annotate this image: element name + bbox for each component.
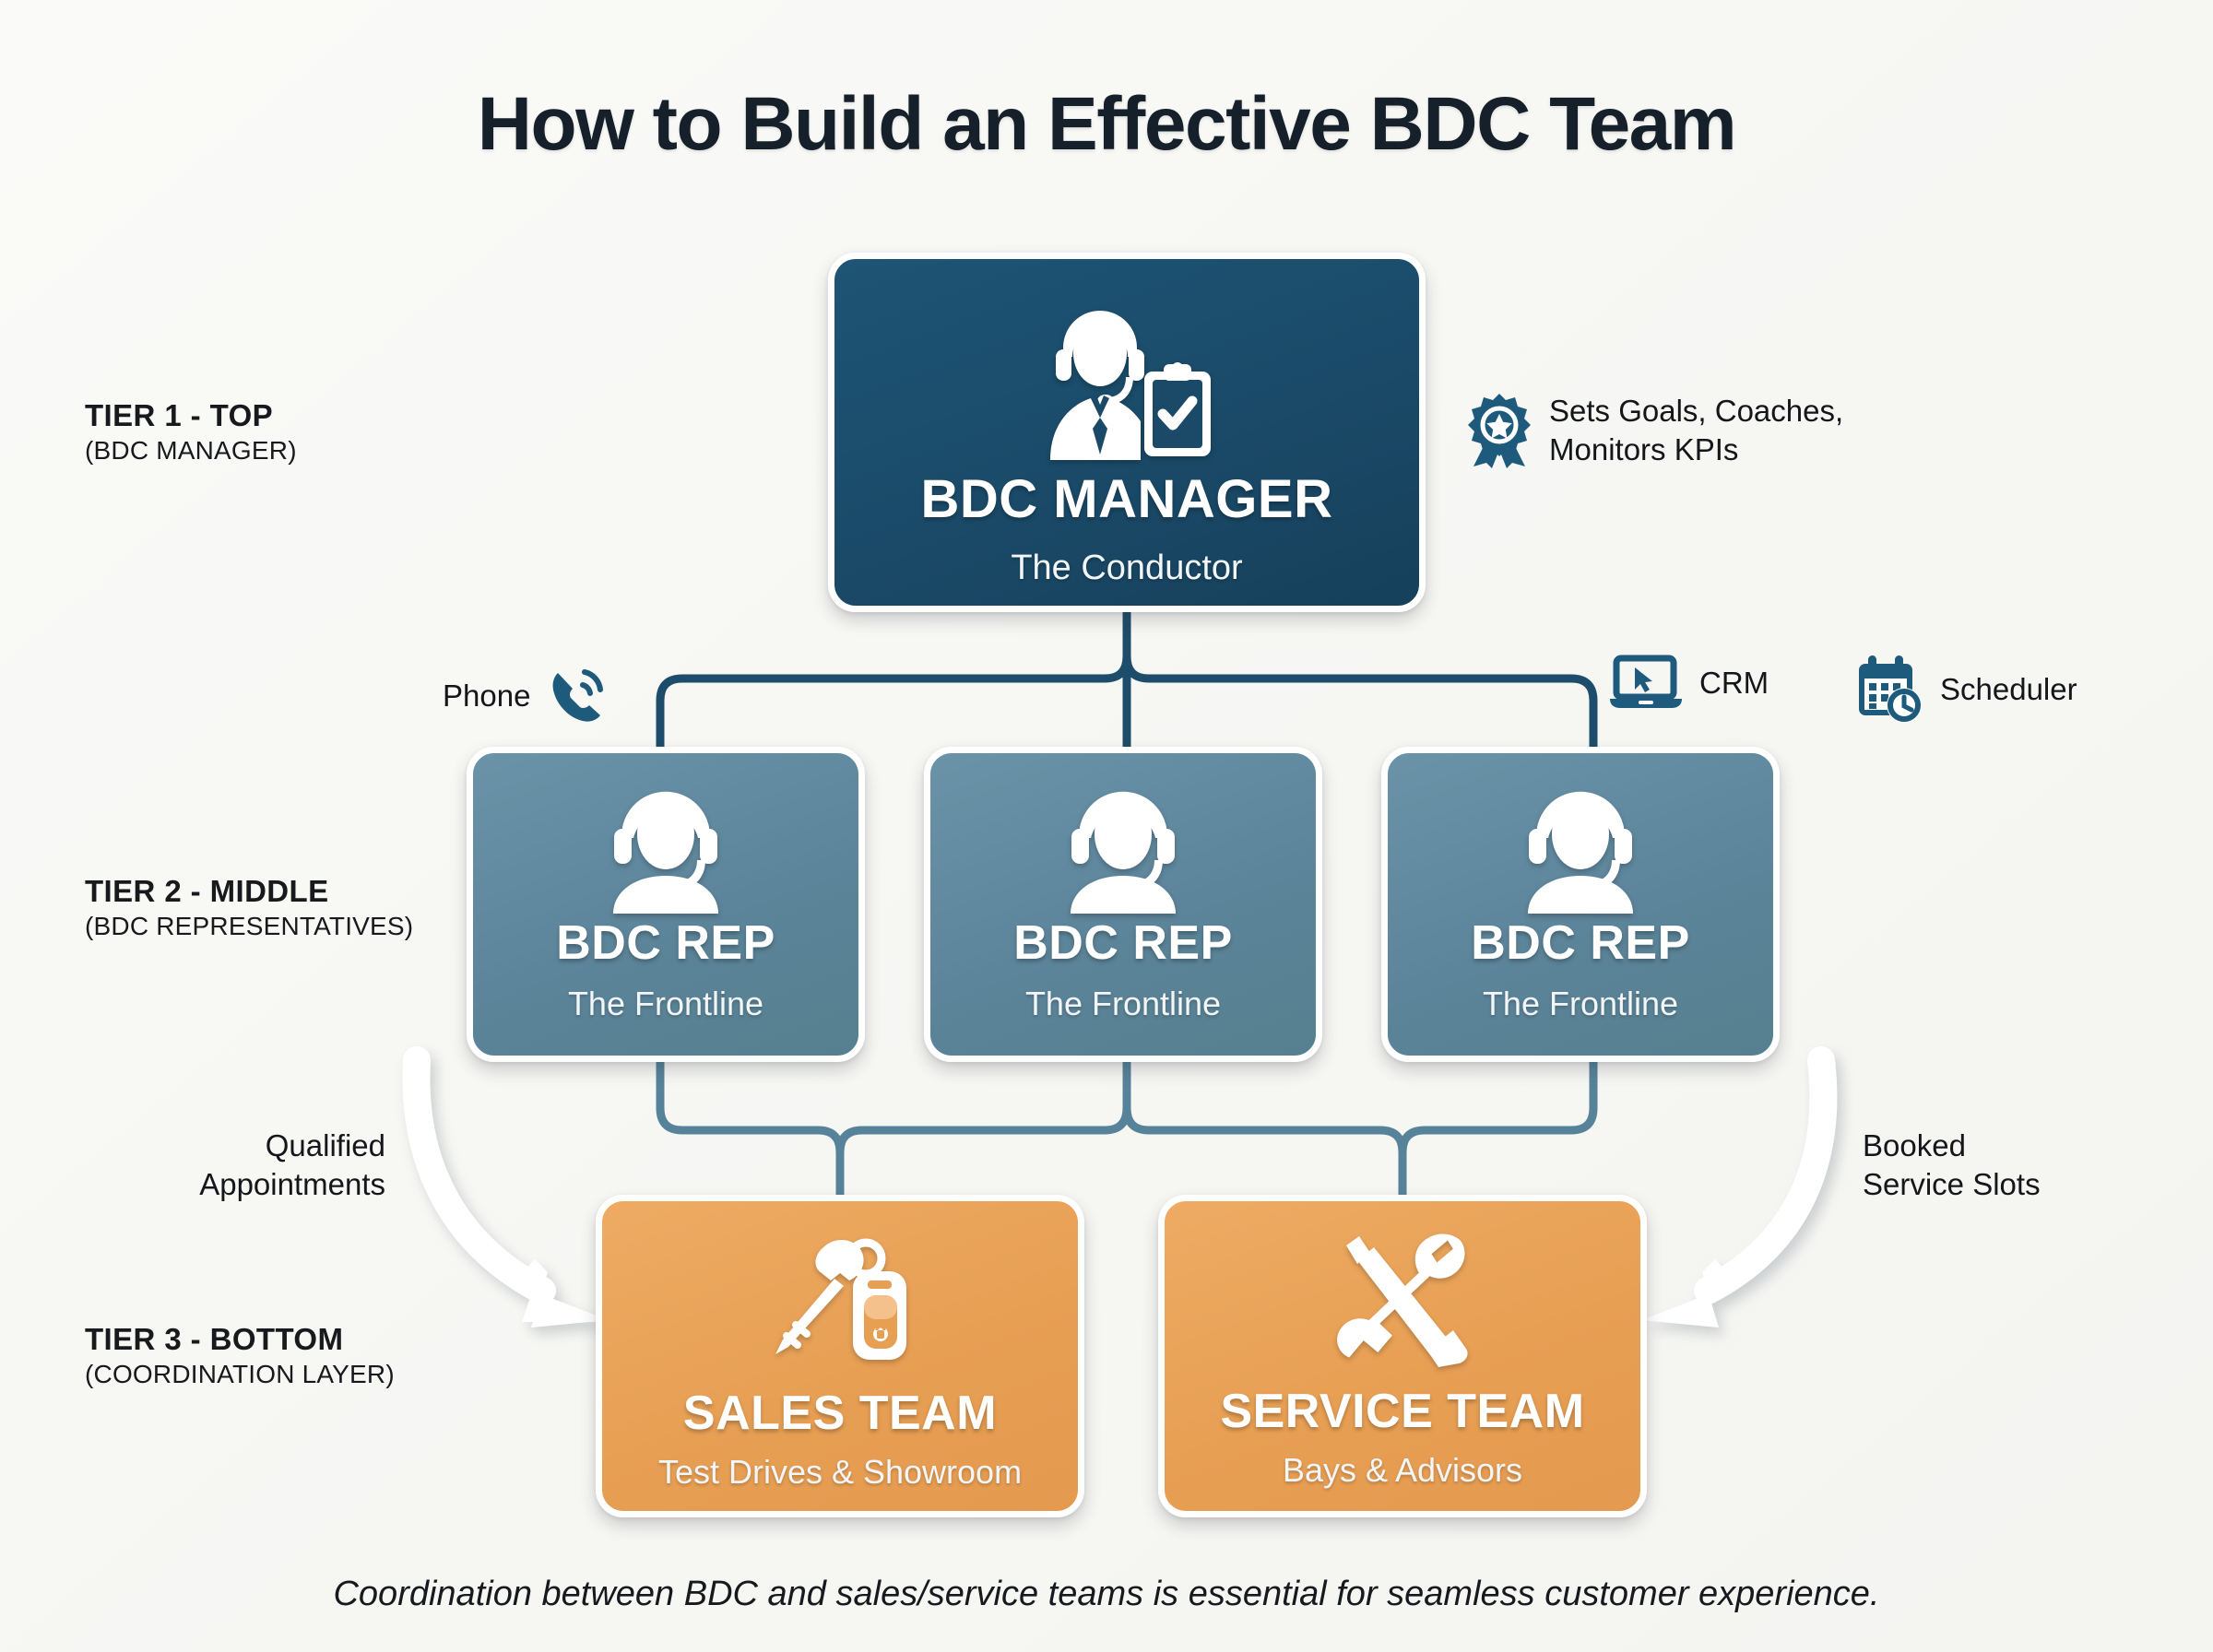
footer-caption: Coordination between BDC and sales/servi… — [333, 1575, 1880, 1613]
card-title: SERVICE TEAM — [1220, 1385, 1585, 1438]
annotation-label: CRM — [1699, 665, 1769, 700]
annotation-sets-goals: Sets Goals, Coaches, Monitors KPIs — [1466, 392, 1843, 469]
tier-1-label: TIER 1 - TOP (BDC MANAGER) — [85, 398, 297, 466]
tier-2-subtitle: (BDC REPRESENTATIVES) — [85, 911, 414, 940]
card-title: BDC REP — [1013, 916, 1233, 970]
card-bdc-manager[interactable]: BDC MANAGER The Conductor — [828, 253, 1426, 612]
headset-agent-icon — [1071, 791, 1176, 914]
tier-1-subtitle: (BDC MANAGER) — [85, 435, 297, 465]
card-subtitle: Bays & Advisors — [1282, 1451, 1523, 1489]
annotation-crm: CRM — [1609, 655, 1769, 712]
card-subtitle: The Frontline — [567, 985, 764, 1022]
tier-3-subtitle: (COORDINATION LAYER) — [85, 1359, 395, 1388]
card-subtitle: The Frontline — [1482, 985, 1679, 1022]
tier-2-title: TIER 2 - MIDDLE — [85, 874, 329, 908]
headset-agent-icon — [613, 791, 718, 914]
annotation-phone: Phone — [443, 666, 608, 726]
card-subtitle: Test Drives & Showroom — [657, 1453, 1023, 1491]
card-bdc-rep-2[interactable]: BDC REP The Frontline — [924, 747, 1322, 1062]
award-ribbon-icon — [1468, 394, 1531, 469]
headset-agent-icon — [1528, 791, 1633, 914]
card-title: BDC MANAGER — [920, 469, 1333, 529]
headset-agent-clipboard-icon — [1050, 311, 1211, 460]
flow-label-qualified-appointments: Qualified Appointments — [199, 1128, 385, 1202]
car-key-fob-icon — [775, 1238, 906, 1360]
card-subtitle: The Frontline — [1024, 985, 1222, 1022]
tier-1-title: TIER 1 - TOP — [85, 398, 274, 432]
flow-label-booked-service-slots: Booked Service Slots — [1863, 1128, 2041, 1202]
annotation-label: Phone — [443, 678, 531, 713]
tier-3-title: TIER 3 - BOTTOM — [85, 1322, 344, 1356]
card-title: BDC REP — [1471, 916, 1690, 970]
tier-3-label: TIER 3 - BOTTOM (COORDINATION LAYER) — [85, 1322, 395, 1390]
card-subtitle: The Conductor — [1011, 549, 1243, 587]
card-service-team[interactable]: SERVICE TEAM Bays & Advisors — [1158, 1195, 1647, 1517]
tier-2-label: TIER 2 - MIDDLE (BDC REPRESENTATIVES) — [85, 874, 413, 942]
card-sales-team[interactable]: SALES TEAM Test Drives & Showroom — [596, 1195, 1084, 1517]
wrench-screwdriver-icon — [1337, 1233, 1468, 1367]
laptop-cursor-icon — [1610, 655, 1682, 708]
card-title: BDC REP — [556, 916, 775, 970]
annotation-label: Sets Goals, Coaches, Monitors KPIs — [1549, 394, 1844, 467]
page-title: How to Build an Effective BDC Team — [477, 82, 1737, 166]
card-bdc-rep-1[interactable]: BDC REP The Frontline — [467, 747, 865, 1062]
card-title: SALES TEAM — [682, 1386, 998, 1440]
annotation-label: Scheduler — [1940, 671, 2077, 706]
phone-signal-icon — [553, 669, 604, 722]
curved-arrow-down-right-icon — [402, 1046, 609, 1328]
card-bdc-rep-3[interactable]: BDC REP The Frontline — [1381, 747, 1780, 1062]
curved-arrow-down-left-icon — [1641, 1046, 1838, 1328]
calendar-clock-icon — [1859, 655, 1922, 723]
annotation-scheduler: Scheduler — [1853, 655, 2077, 725]
